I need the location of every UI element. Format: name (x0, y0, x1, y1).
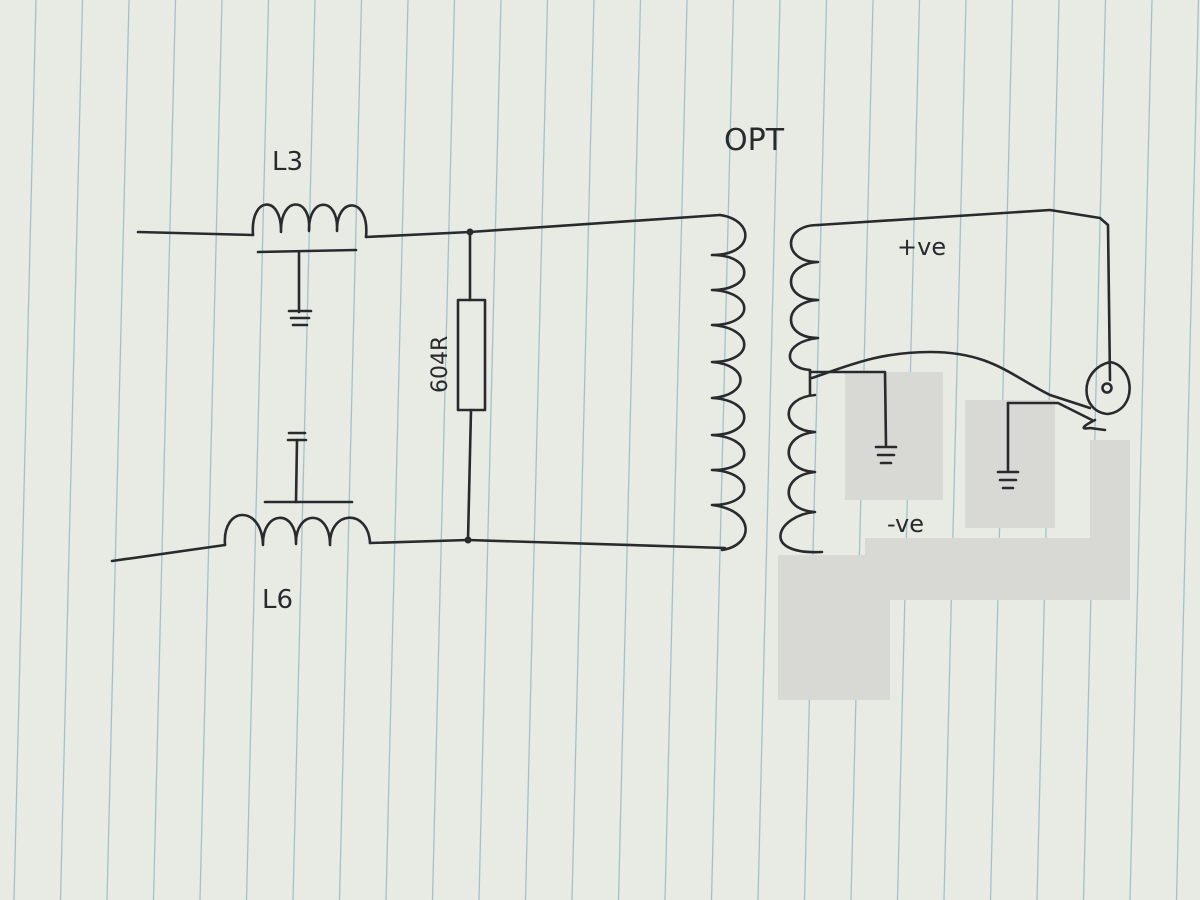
ruled-line (664, 0, 688, 900)
ruled-line (199, 0, 223, 900)
ruled-line (524, 0, 549, 900)
ruled-line (617, 0, 642, 900)
ruled-line (431, 0, 456, 900)
ruled-line (571, 0, 595, 900)
ruled-line (1175, 0, 1200, 900)
label-l3: L3 (272, 147, 303, 177)
ruled-line (478, 0, 502, 900)
ruled-line (245, 0, 270, 900)
ground-symbol-top (287, 309, 313, 327)
ruled-line (1129, 0, 1153, 900)
inductor-l3 (251, 203, 368, 239)
resistor-604r (456, 228, 487, 544)
transformer-secondary (779, 208, 1112, 554)
ruled-line (943, 0, 967, 900)
ruled-line (106, 0, 130, 900)
ruled-line (59, 0, 84, 900)
ruled-line (757, 0, 781, 900)
ruled-line (292, 0, 316, 900)
label-negative: -ve (887, 510, 924, 538)
ruled-line (710, 0, 735, 900)
label-opt: OPT (724, 123, 785, 158)
ruled-line (13, 0, 37, 900)
transformer-primary (710, 213, 747, 552)
label-positive: +ve (897, 233, 946, 261)
output-connector (1082, 360, 1131, 432)
label-604r: 604R (428, 336, 453, 393)
ruled-line (803, 0, 828, 900)
ground-symbol-right (996, 470, 1020, 490)
ruled-line (152, 0, 177, 900)
redacted-areas (778, 372, 1130, 700)
ruled-line (385, 0, 409, 900)
label-l6: L6 (262, 585, 293, 615)
ruled-line (338, 0, 363, 900)
ground-symbol-bottom (286, 431, 308, 442)
inductor-l6 (223, 513, 372, 547)
ground-symbol-center (874, 445, 898, 465)
